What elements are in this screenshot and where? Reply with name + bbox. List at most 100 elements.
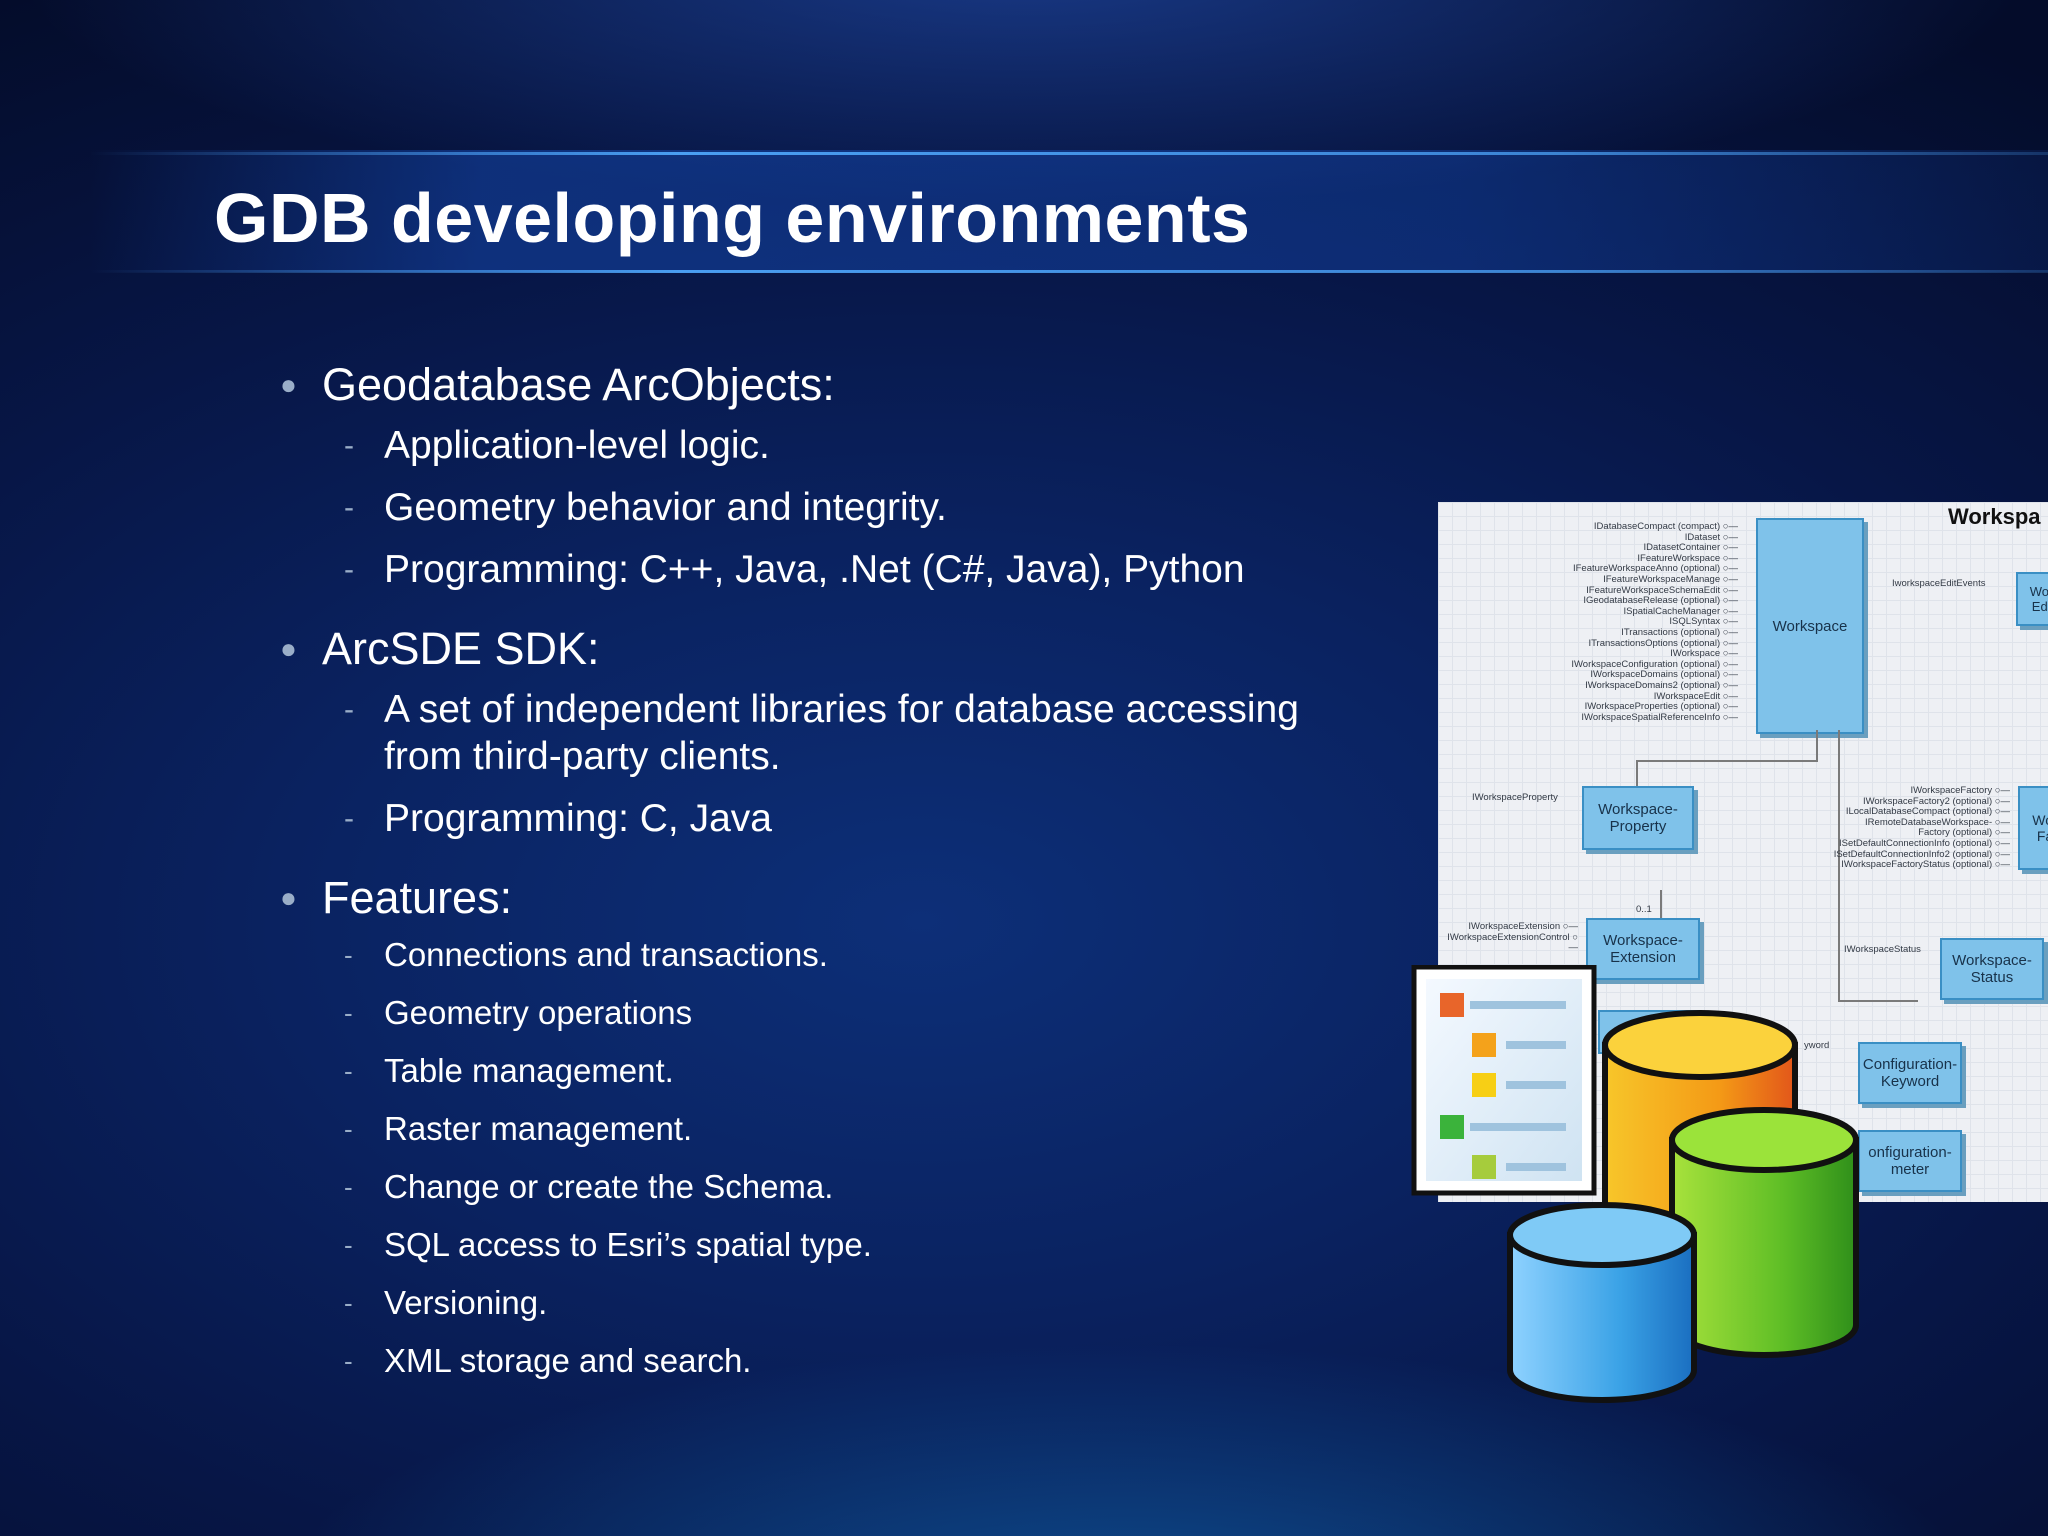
list-item-text: Programming: C, Java — [384, 797, 772, 840]
list-item-text: Connections and transactions. — [384, 936, 828, 973]
list-item: - Connections and transactions. — [280, 935, 1340, 975]
configuration-keyword-box: Configuration- Keyword — [1858, 1042, 1962, 1104]
interface-label: IFeatureWorkspaceSchemaEdit ○— — [1586, 584, 1738, 596]
title-rule-bottom — [90, 270, 2048, 273]
list-item: - XML storage and search. — [280, 1341, 1340, 1381]
interface-label: IGeodatabaseRelease (optional) ○— — [1583, 595, 1738, 607]
keyword-label: yword — [1804, 1040, 1830, 1051]
dash-marker-icon: - — [344, 553, 354, 586]
interface-label: IWorkspaceConfiguration (optional) ○— — [1571, 658, 1738, 670]
list-item: -A set of independent libraries for data… — [280, 686, 1340, 780]
configuration-parameter-box-text: onfiguration- meter — [1868, 1144, 1952, 1178]
section-heading-text: ArcSDE SDK: — [322, 623, 600, 674]
dash-marker-icon: - — [344, 1346, 353, 1376]
interface-label: IWorkspaceSpatialReferenceInfo ○— — [1581, 711, 1738, 723]
workspace-property-box-text: Workspace- Property — [1598, 801, 1678, 835]
blue-cylinder — [1507, 1202, 1697, 1403]
factory-interface-list: IWorkspaceFactory ○—IWorkspaceFactory2 (… — [1788, 785, 2010, 871]
list-item-text: Geometry operations — [384, 994, 693, 1031]
interface-label: ITransactionsOptions (optional) ○— — [1588, 637, 1738, 649]
list-item: - Geometry operations — [280, 993, 1340, 1033]
interface-label: ITransactions (optional) ○— — [1621, 626, 1738, 638]
dash-marker-icon: - — [344, 1172, 353, 1202]
interface-label: IWorkspaceProperties (optional) ○— — [1584, 701, 1738, 713]
list-item: -Table management. — [280, 1051, 1340, 1091]
bullet-dot-icon: ● — [280, 633, 297, 664]
workspace-status-box-text: Workspace- Status — [1952, 952, 2032, 986]
list-item: - Raster management. — [280, 1109, 1340, 1149]
section-heading: ● Geodatabase ArcObjects: — [280, 358, 1340, 412]
dash-marker-icon: - — [344, 1114, 353, 1144]
interface-label: IWorkspaceFactory2 (optional) ○— — [1862, 795, 2010, 807]
interface-label: IFeatureWorkspaceAnno (optional) ○— — [1572, 563, 1738, 575]
interface-label: IWorkspaceExtensionControl ○— — [1447, 931, 1578, 954]
edit-events-label: IworkspaceEditEvents — [1892, 578, 1986, 589]
workspace-status-box: Workspace- Status — [1940, 938, 2044, 1000]
workspace-extension-box: Workspace- Extension — [1586, 918, 1700, 980]
list-item-text: Programming: C++, Java, .Net (C#, Java),… — [384, 548, 1245, 591]
dash-marker-icon: - — [344, 491, 354, 524]
dash-marker-icon: - — [344, 940, 353, 970]
connector-line — [1838, 1000, 1918, 1002]
interface-label: IWorkspace ○— — [1670, 648, 1738, 660]
dash-marker-icon: - — [344, 998, 353, 1028]
title-rule-top — [90, 152, 2048, 155]
workspace-factory-box-text: Wor Fa — [2032, 812, 2048, 844]
list-item-text: Table management. — [384, 1052, 674, 1089]
interface-label: IFeatureWorkspace ○— — [1637, 552, 1738, 564]
interface-label: IRemoteDatabaseWorkspace- ○— — [1865, 816, 2010, 828]
connector-line — [1636, 760, 1818, 762]
connector-line — [1816, 730, 1818, 760]
workspace-property-box: Workspace- Property — [1582, 786, 1694, 850]
dash-marker-icon: - — [344, 429, 354, 462]
interface-label: ISQLSyntax ○— — [1669, 616, 1738, 628]
interface-label: ISpatialCacheManager ○— — [1623, 605, 1738, 617]
workspace-extension-box-text: Workspace- Extension — [1603, 932, 1683, 966]
list-item-text: Change or create the Schema. — [384, 1168, 834, 1205]
dash-marker-icon: - — [344, 1288, 353, 1318]
list-item: - Versioning. — [280, 1283, 1340, 1323]
interface-label: IFeatureWorkspaceManage ○— — [1603, 573, 1738, 585]
interface-label: ILocalDatabaseCompact (optional) ○— — [1845, 806, 2010, 818]
dash-marker-icon: - — [344, 802, 354, 835]
section-heading-text: Features: — [322, 872, 513, 923]
connector-line — [1838, 730, 1840, 1000]
list-item: - Change or create the Schema. — [280, 1167, 1340, 1207]
configuration-parameter-box: onfiguration- meter — [1858, 1130, 1962, 1192]
title-band — [90, 150, 2048, 272]
interface-label: Factory (optional) ○— — [1918, 827, 2010, 839]
interface-label: IDatabaseCompact (compact) ○— — [1593, 521, 1738, 532]
diagram-title: Workspa — [1948, 504, 2041, 529]
list-item-text: Raster management. — [384, 1110, 693, 1147]
workspace-interface-list: IDatabaseCompact (compact) ○—IDataset ○—… — [1438, 521, 1738, 723]
list-item-text: A set of independent libraries for datab… — [384, 688, 1299, 778]
interface-label: IWorkspaceFactory ○— — [1910, 785, 2010, 796]
extension-interface-list: IWorkspaceExtension ○—IWorkspaceExtensio… — [1438, 921, 1578, 954]
section-heading-text: Geodatabase ArcObjects: — [322, 359, 835, 410]
section-heading: ● ArcSDE SDK: — [280, 622, 1340, 676]
multiplicity-label: 0..1 — [1636, 904, 1652, 915]
list-item-text: Versioning. — [384, 1284, 548, 1321]
dash-marker-icon: - — [344, 693, 354, 726]
list-item: -Programming: C++, Java, .Net (C#, Java)… — [280, 546, 1340, 593]
bullet-dot-icon: ● — [280, 369, 297, 400]
list-item-text: XML storage and search. — [384, 1342, 752, 1379]
interface-label: IWorkspaceEdit ○— — [1653, 690, 1738, 702]
list-item-text: Geometry behavior and integrity. — [384, 486, 947, 529]
interface-label: IWorkspaceDomains (optional) ○— — [1590, 669, 1738, 681]
bullet-content: ●Geodatabase ArcObjects: -Application-le… — [280, 358, 1340, 1399]
interface-label: IWorkspaceFactoryStatus (optional) ○— — [1841, 859, 2010, 871]
checklist-icon — [1411, 965, 1597, 1196]
workspace-edit-box-text: Worl Edit — [2029, 584, 2048, 614]
connector-line — [1636, 760, 1638, 800]
list-item-text: SQL access to Esri’s spatial type. — [384, 1226, 872, 1263]
list-item-text: Application-level logic. — [384, 424, 770, 467]
workspace-factory-box: Wor Fa — [2018, 786, 2048, 870]
dash-marker-icon: - — [344, 1230, 353, 1260]
interface-label: IWorkspaceDomains2 (optional) ○— — [1585, 679, 1738, 691]
database-stack-icon — [1411, 965, 1859, 1403]
list-item: -Programming: C, Java — [280, 795, 1340, 842]
list-item: -Geometry behavior and integrity. — [280, 484, 1340, 531]
workspace-box: Workspace — [1756, 518, 1864, 734]
list-item: - SQL access to Esri’s spatial type. — [280, 1225, 1340, 1265]
